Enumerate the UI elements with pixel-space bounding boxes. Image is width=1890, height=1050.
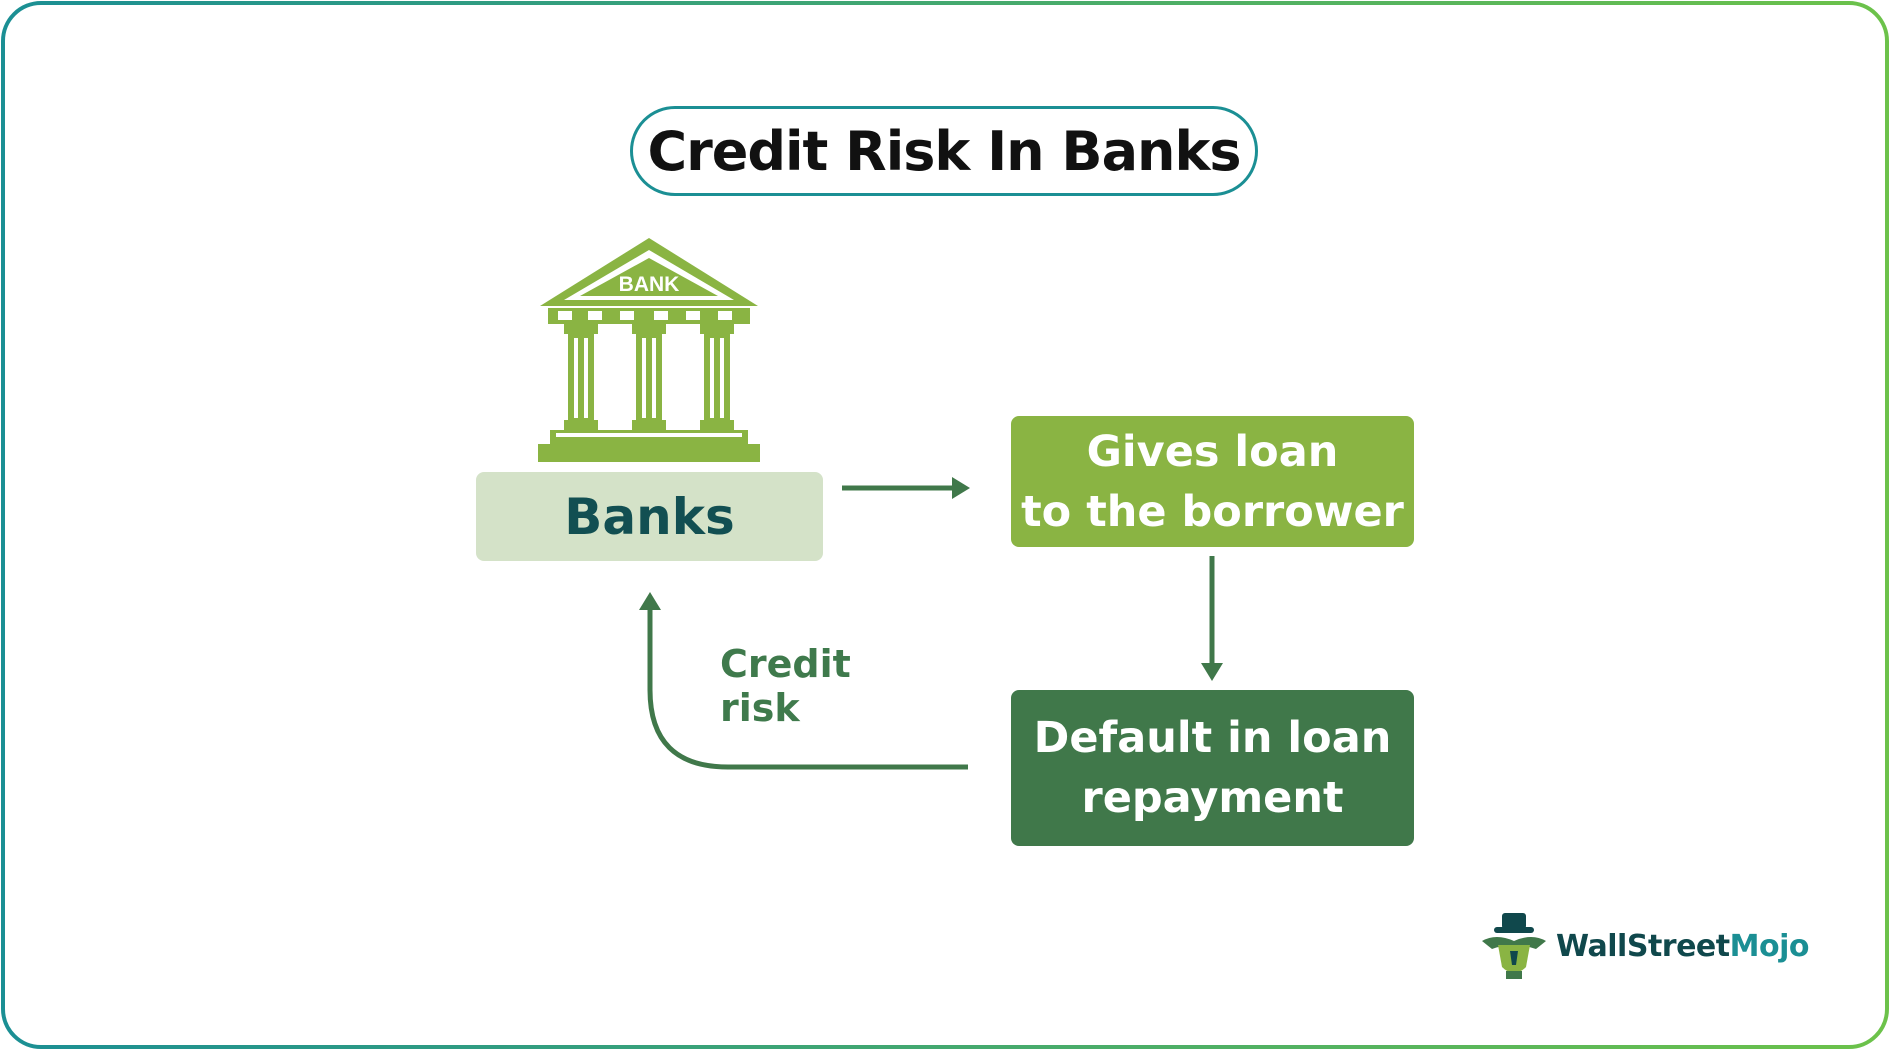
gives-loan-line2: to the borrower — [1021, 486, 1404, 537]
default-line2: repayment — [1081, 773, 1344, 823]
diagram-title: Credit Risk In Banks — [630, 106, 1258, 196]
default-repayment-node: Default in loan repayment — [1011, 690, 1414, 846]
banks-node: Banks — [476, 472, 823, 561]
brand-name-part2: Mojo — [1729, 928, 1810, 964]
brand-name-part1: WallStreet — [1556, 928, 1730, 964]
brand-name: WallStreetMojo — [1556, 929, 1809, 964]
gives-loan-line1: Gives loan — [1086, 426, 1339, 477]
gives-loan-node: Gives loan to the borrower — [1011, 416, 1414, 547]
mascot-icon — [1482, 913, 1546, 979]
banks-node-label: Banks — [564, 487, 735, 546]
bank-building-icon: BANK — [538, 238, 760, 462]
credit-risk-label: Credit risk — [720, 642, 851, 730]
wallstreetmojo-logo: WallStreetMojo — [1480, 908, 1810, 984]
default-line1: Default in loan — [1033, 713, 1392, 763]
bank-sign-text: BANK — [619, 273, 680, 296]
